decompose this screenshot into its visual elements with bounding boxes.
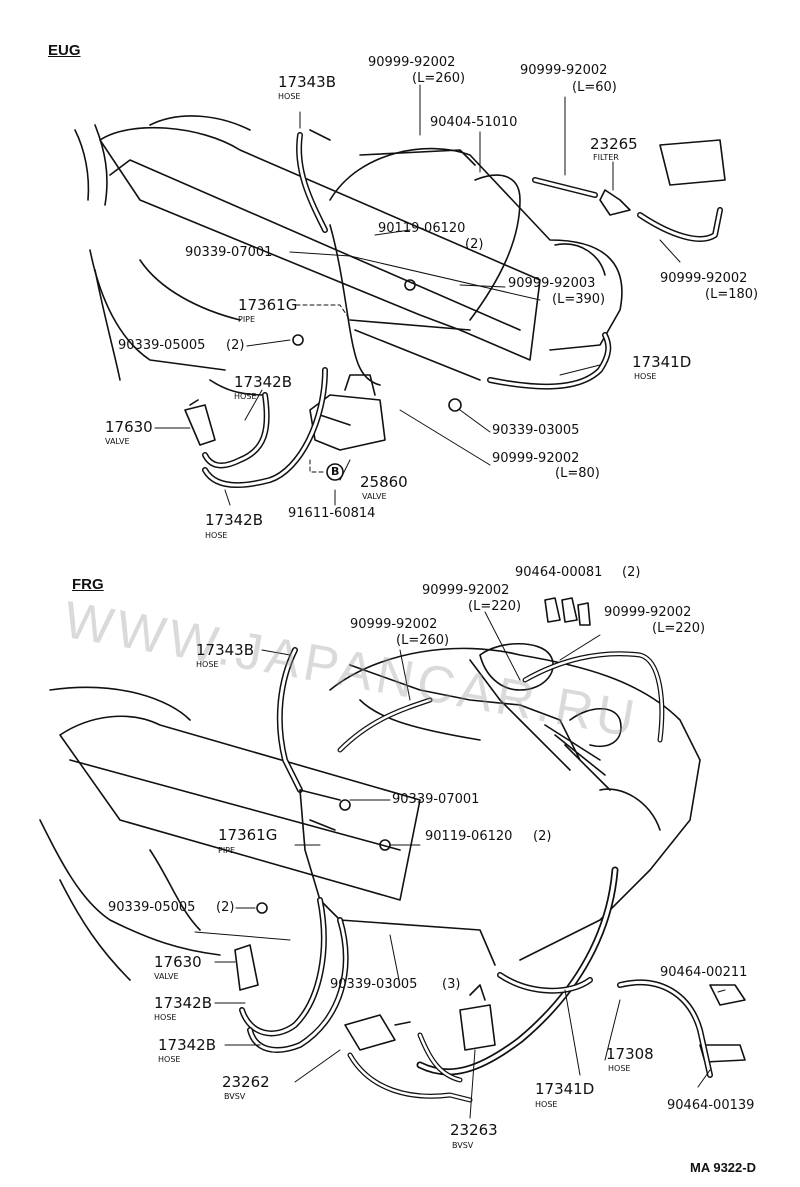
- eug-sub-17361g: PIPE: [238, 315, 256, 324]
- frg-label-17341d: 17341D: [535, 1080, 595, 1098]
- eug-label-90119-06120: 90119-06120: [378, 221, 466, 236]
- frg-label-90339-03005: 90339-03005: [330, 977, 418, 992]
- frg-label-90464-00139: 90464-00139: [667, 1098, 755, 1113]
- eug-label-17630: 17630: [105, 418, 153, 436]
- frg-label-90464-00081: 90464-00081: [515, 565, 603, 580]
- frg-sub-17361g: PIPE: [218, 846, 236, 855]
- eug-len-90999-92003: (L=390): [552, 292, 606, 307]
- eug-sub-17630: VALVE: [105, 437, 130, 446]
- eug-label-90999-92003: 90999-92003: [508, 276, 596, 291]
- frg-sub-17308: HOSE: [608, 1064, 631, 1073]
- section-header-eug: EUG: [48, 42, 81, 59]
- eug-label-90404-51010: 90404-51010: [430, 115, 518, 130]
- frg-sub-17342b-b: HOSE: [158, 1055, 181, 1064]
- frg-label-17342b-a: 17342B: [154, 994, 213, 1012]
- frg-label-90999-92002-c: 90999-92002: [350, 617, 438, 632]
- frg-sub-17341d: HOSE: [535, 1100, 558, 1109]
- eug-label-90999-92002-d: 90999-92002: [492, 451, 580, 466]
- frg-label-90119-06120: 90119-06120: [425, 829, 513, 844]
- eug-label-90339-05005: 90339-05005: [118, 338, 206, 353]
- eug-label-17361g: 17361G: [238, 296, 298, 314]
- eug-len-90999-92002-a: (L=260): [412, 71, 466, 86]
- frg-label-17343b: 17343B: [196, 641, 255, 659]
- frg-sub-17342b-a: HOSE: [154, 1013, 177, 1022]
- eug-label-90339-03005: 90339-03005: [492, 423, 580, 438]
- frg-sub-23262: BVSV: [224, 1092, 246, 1101]
- eug-len-90999-92002-d: (L=80): [555, 466, 600, 481]
- frg-label-90999-92002-b: 90999-92002: [604, 605, 692, 620]
- eug-sub-17341d: HOSE: [634, 372, 657, 381]
- frg-qty-90339-03005: (3): [442, 977, 461, 992]
- eug-label-91611-60814: 91611-60814: [288, 506, 376, 521]
- frg-qty-90464-00081: (2): [622, 565, 641, 580]
- eug-diagram: [74, 84, 726, 506]
- eug-label-17342b-a: 17342B: [234, 373, 293, 391]
- frg-label-23262: 23262: [222, 1073, 270, 1091]
- frg-len-90999-92002-a: (L=220): [468, 599, 522, 614]
- eug-sub-17343b: HOSE: [278, 92, 301, 101]
- eug-label-17342b-b: 17342B: [205, 511, 264, 529]
- frg-label-90464-00211: 90464-00211: [660, 965, 748, 980]
- frg-label-17308: 17308: [606, 1045, 654, 1063]
- frg-label-17342b-b: 17342B: [158, 1036, 217, 1054]
- eug-label-90999-92002-b: 90999-92002: [520, 63, 608, 78]
- eug-label-90999-92002-c: 90999-92002: [660, 271, 748, 286]
- frg-len-90999-92002-b: (L=220): [652, 621, 706, 636]
- frg-label-17630: 17630: [154, 953, 202, 971]
- eug-label-90339-07001: 90339-07001: [185, 245, 273, 260]
- eug-sub-17342b-b: HOSE: [205, 531, 228, 540]
- frg-sub-17630: VALVE: [154, 972, 179, 981]
- eug-qty-90339-05005: (2): [226, 338, 245, 353]
- frg-label-23263: 23263: [450, 1121, 498, 1139]
- frg-sub-23263: BVSV: [452, 1141, 474, 1150]
- frg-len-90999-92002-c: (L=260): [396, 633, 450, 648]
- eug-circle-b: B: [331, 465, 340, 478]
- figure-code: MA 9322-D: [690, 1160, 756, 1175]
- eug-label-25860: 25860: [360, 473, 408, 491]
- frg-label-90339-07001: 90339-07001: [392, 792, 480, 807]
- frg-diagram: [39, 597, 746, 1119]
- frg-label-90999-92002-a: 90999-92002: [422, 583, 510, 598]
- frg-qty-90339-05005: (2): [216, 900, 235, 915]
- section-header-frg: FRG: [72, 576, 104, 593]
- eug-label-17343b: 17343B: [278, 73, 337, 91]
- frg-sub-17343b: HOSE: [196, 660, 219, 669]
- eug-sub-23265: FILTER: [593, 153, 619, 162]
- eug-qty-90119-06120: (2): [465, 237, 484, 252]
- eug-sub-17342b-a: HOSE: [234, 392, 257, 401]
- eug-len-90999-92002-c: (L=180): [705, 287, 759, 302]
- eug-label-17341d: 17341D: [632, 353, 692, 371]
- eug-len-90999-92002-b: (L=60): [572, 80, 617, 95]
- eug-label-23265: 23265: [590, 135, 638, 153]
- eug-sub-25860: VALVE: [362, 492, 387, 501]
- frg-label-17361g: 17361G: [218, 826, 278, 844]
- frg-qty-90119-06120: (2): [533, 829, 552, 844]
- frg-label-90339-05005: 90339-05005: [108, 900, 196, 915]
- eug-label-90999-92002-a: 90999-92002: [368, 55, 456, 70]
